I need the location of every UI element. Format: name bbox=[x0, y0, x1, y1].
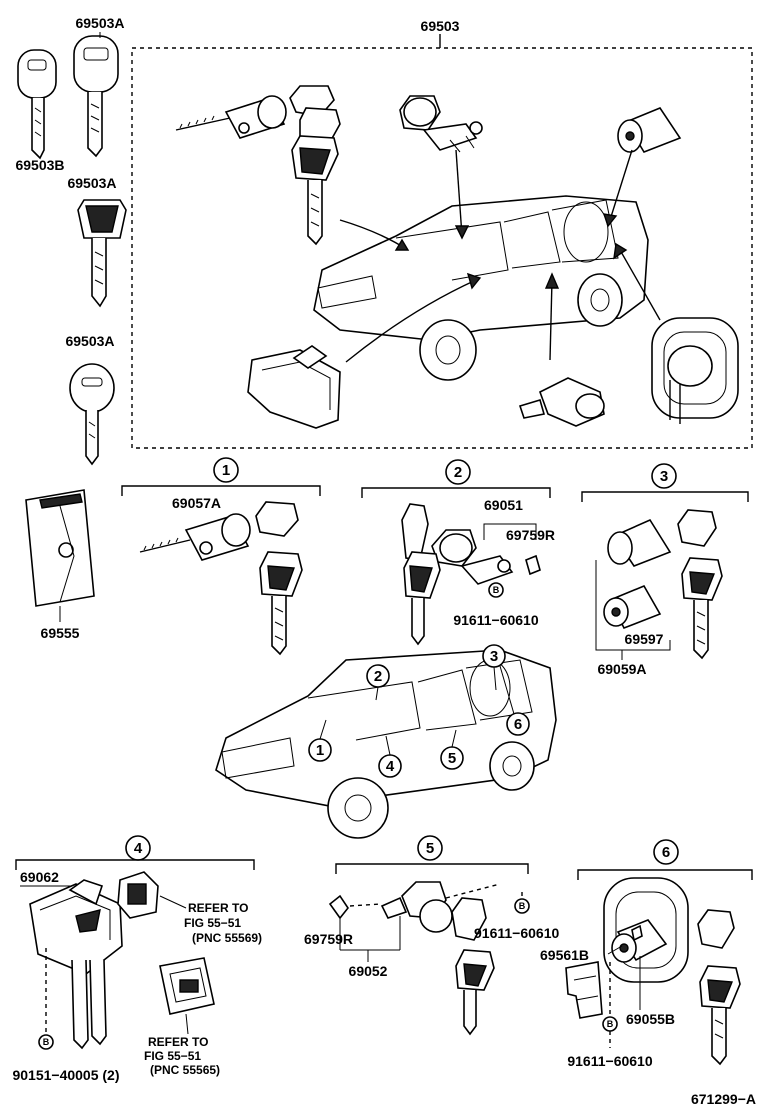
callout-1-group bbox=[213, 457, 239, 483]
keys-group-5 bbox=[451, 897, 495, 1036]
bracket-1 bbox=[121, 485, 321, 496]
vehicle-kit bbox=[313, 195, 649, 381]
figure-id: 671299−A bbox=[691, 1091, 756, 1107]
label-69503A-mid: 69503A bbox=[67, 175, 116, 191]
back-door-lock-group-6 bbox=[603, 877, 689, 983]
callout-2-group-text: 2 bbox=[454, 464, 462, 481]
label-91611-c: 91611−60610 bbox=[567, 1053, 652, 1069]
refer-note-1-line2: FIG 55−51 bbox=[184, 916, 241, 930]
key-69503A-top bbox=[73, 35, 119, 158]
callout-5-group-text: 5 bbox=[426, 840, 434, 857]
refer-note-1-line3: (PNC 55569) bbox=[192, 931, 262, 945]
refer-note-1-line1: REFER TO bbox=[188, 901, 248, 915]
label-69759R-a: 69759R bbox=[506, 527, 555, 543]
glove-lock-69062 bbox=[29, 879, 123, 1050]
refer-note-2-line1: REFER TO bbox=[148, 1035, 208, 1049]
bolt-marker-2 bbox=[488, 582, 504, 598]
callout-4-group-text: 4 bbox=[134, 840, 143, 857]
callout-4-vehicle: 4 bbox=[386, 758, 395, 775]
ignition-cylinder-kit bbox=[175, 95, 287, 139]
label-69561B: 69561B bbox=[540, 947, 589, 963]
label-69051: 69051 bbox=[484, 497, 523, 513]
refer-note-2-line3: (PNC 55565) bbox=[150, 1063, 220, 1077]
label-69503A-low: 69503A bbox=[65, 333, 114, 349]
label-69062: 69062 bbox=[20, 869, 59, 885]
door-lock-cylinder-kit bbox=[399, 95, 483, 153]
vehicle-main bbox=[215, 649, 557, 839]
hood-lock-kit bbox=[247, 345, 341, 429]
front-door-cylinder-kit bbox=[518, 377, 605, 427]
label-91611-b: 91611−60610 bbox=[474, 925, 559, 941]
label-69052: 69052 bbox=[349, 963, 388, 979]
label-69057A: 69057A bbox=[172, 495, 221, 511]
label-69503A-top: 69503A bbox=[75, 15, 124, 31]
back-door-cylinder-kit bbox=[617, 107, 682, 153]
door-cylinder-group-2 bbox=[431, 529, 541, 585]
ignition-cylinder-69057A bbox=[139, 513, 251, 561]
callout-6-vehicle: 6 bbox=[514, 716, 522, 733]
callout-2-group bbox=[445, 459, 471, 485]
keys-group-2 bbox=[401, 503, 441, 646]
callout-1-vehicle: 1 bbox=[316, 742, 324, 759]
key-card-69555 bbox=[25, 489, 95, 607]
bolt-marker-2-text: B bbox=[493, 585, 500, 595]
bracket-3 bbox=[581, 491, 749, 502]
label-69555: 69555 bbox=[41, 625, 80, 641]
key-69503B bbox=[17, 49, 57, 160]
label-69503B: 69503B bbox=[15, 157, 64, 173]
callout-2-vehicle: 2 bbox=[374, 668, 382, 685]
bolt-marker-4-text: B bbox=[43, 1037, 50, 1047]
bracket-5 bbox=[335, 863, 529, 874]
refer-part-55569 bbox=[117, 871, 159, 919]
label-69759R-b: 69759R bbox=[304, 931, 353, 947]
label-91611-a: 91611−60610 bbox=[453, 612, 538, 628]
bolt-marker-6-text: B bbox=[607, 1019, 614, 1029]
key-pair-kit bbox=[289, 85, 341, 246]
label-69059A: 69059A bbox=[597, 661, 646, 677]
callout-3-group-text: 3 bbox=[660, 468, 668, 485]
bolt-marker-5 bbox=[514, 898, 530, 914]
door-cylinder-group-5 bbox=[328, 881, 501, 933]
key-69503A-mid bbox=[77, 199, 127, 308]
callout-3-vehicle: 3 bbox=[490, 648, 498, 665]
kit-arrows bbox=[339, 149, 661, 363]
back-door-lock-kit bbox=[651, 317, 739, 424]
vehicle-callouts: 2 3 6 1 4 5 bbox=[308, 644, 530, 778]
refer-part-55565 bbox=[159, 957, 215, 1015]
label-90151: 90151−40005 (2) bbox=[12, 1067, 119, 1083]
bracket-plate-group-6 bbox=[565, 961, 603, 1019]
label-69503: 69503 bbox=[421, 18, 460, 34]
refer-note-2-line2: FIG 55−51 bbox=[144, 1049, 201, 1063]
kit-box-69503 bbox=[131, 47, 753, 449]
bolt-marker-4 bbox=[38, 1034, 54, 1050]
keys-group-1 bbox=[255, 501, 303, 656]
keys-group-6 bbox=[697, 909, 741, 1066]
back-door-cylinder-group-3 bbox=[603, 518, 672, 630]
callout-1-group-text: 1 bbox=[222, 462, 230, 479]
callout-5-vehicle: 5 bbox=[448, 750, 456, 767]
label-69055B: 69055B bbox=[626, 1011, 675, 1027]
callout-5-group bbox=[417, 835, 443, 861]
callout-6-group-text: 6 bbox=[662, 844, 670, 861]
label-69597: 69597 bbox=[625, 631, 664, 647]
bracket-4 bbox=[15, 859, 255, 870]
bracket-2 bbox=[361, 487, 551, 498]
callout-3-group bbox=[651, 463, 677, 489]
bracket-6 bbox=[577, 869, 753, 880]
bolt-marker-5-text: B bbox=[519, 901, 526, 911]
key-69503A-low bbox=[69, 363, 115, 466]
keys-group-3 bbox=[677, 509, 723, 660]
callout-6-group bbox=[653, 839, 679, 865]
